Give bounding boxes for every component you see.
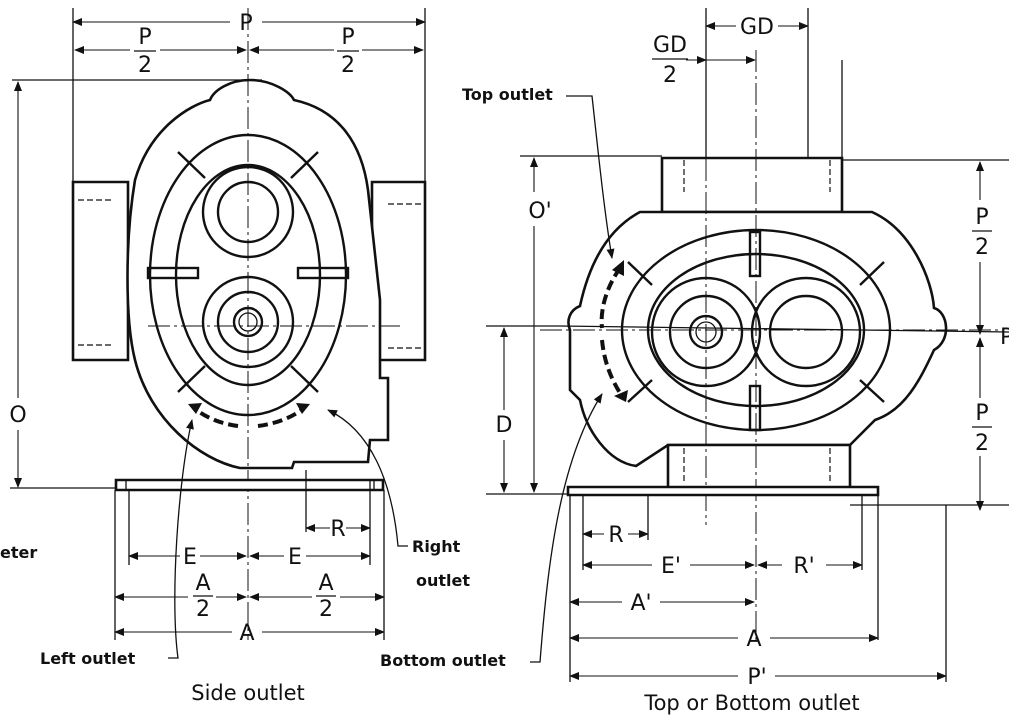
dim-p-half-top-den: 2 [975,235,989,260]
dim-r-prime: R' [793,554,814,579]
dim-gd-half-den: 2 [663,63,677,88]
callout-right-2: outlet [416,571,470,590]
caption-top-bottom-outlet: Top or Bottom outlet [643,691,859,715]
dim-r-right: R [608,523,623,548]
callout-bottom-outlet: Bottom outlet [380,651,506,670]
dim-a: A [239,621,254,646]
dim-a-prime: A' [630,591,651,616]
dim-r-left: R [330,517,345,542]
dim-o: O [9,403,26,428]
dim-p-half-top: P [975,205,988,230]
dim-d: D [496,413,513,438]
callout-right-1: Right [412,537,461,556]
dim-gd: GD [740,15,774,40]
dim-p-partial: P [1000,325,1009,350]
dim-p-half-left-den: 2 [138,53,152,78]
dim-p-half-right: P [341,25,354,50]
caption-side-outlet: Side outlet [191,681,304,705]
side-outlet-view: P P 2 P 2 O R E E A 2 A 2 A eter Right o… [0,8,470,705]
callout-left-outlet: Left outlet [40,649,136,668]
dim-a-right: A [746,627,761,652]
top-bottom-outlet-view: GD GD 2 O' D P 2 P 2 P R E' R' A' A P' T… [380,8,1009,715]
dim-o-prime: O' [528,199,551,224]
dim-p-half-bottom-den: 2 [975,431,989,456]
dim-e-right: E [288,545,302,570]
dim-p-half-left: P [138,25,151,50]
dim-p: P [239,11,252,36]
dim-e-prime: E' [661,554,681,579]
dim-e-left: E [183,545,197,570]
dim-gd-half: GD [653,33,687,58]
dim-a-half-left: A [195,571,210,596]
dim-p-prime: P' [747,665,766,690]
dim-p-half-bottom: P [975,401,988,426]
dim-p-half-right-den: 2 [341,53,355,78]
callout-top-outlet: Top outlet [462,85,553,104]
partial-label-eter: eter [0,543,37,562]
dim-a-half-right-den: 2 [319,597,333,622]
dim-a-half-right: A [318,571,333,596]
dim-a-half-left-den: 2 [196,597,210,622]
